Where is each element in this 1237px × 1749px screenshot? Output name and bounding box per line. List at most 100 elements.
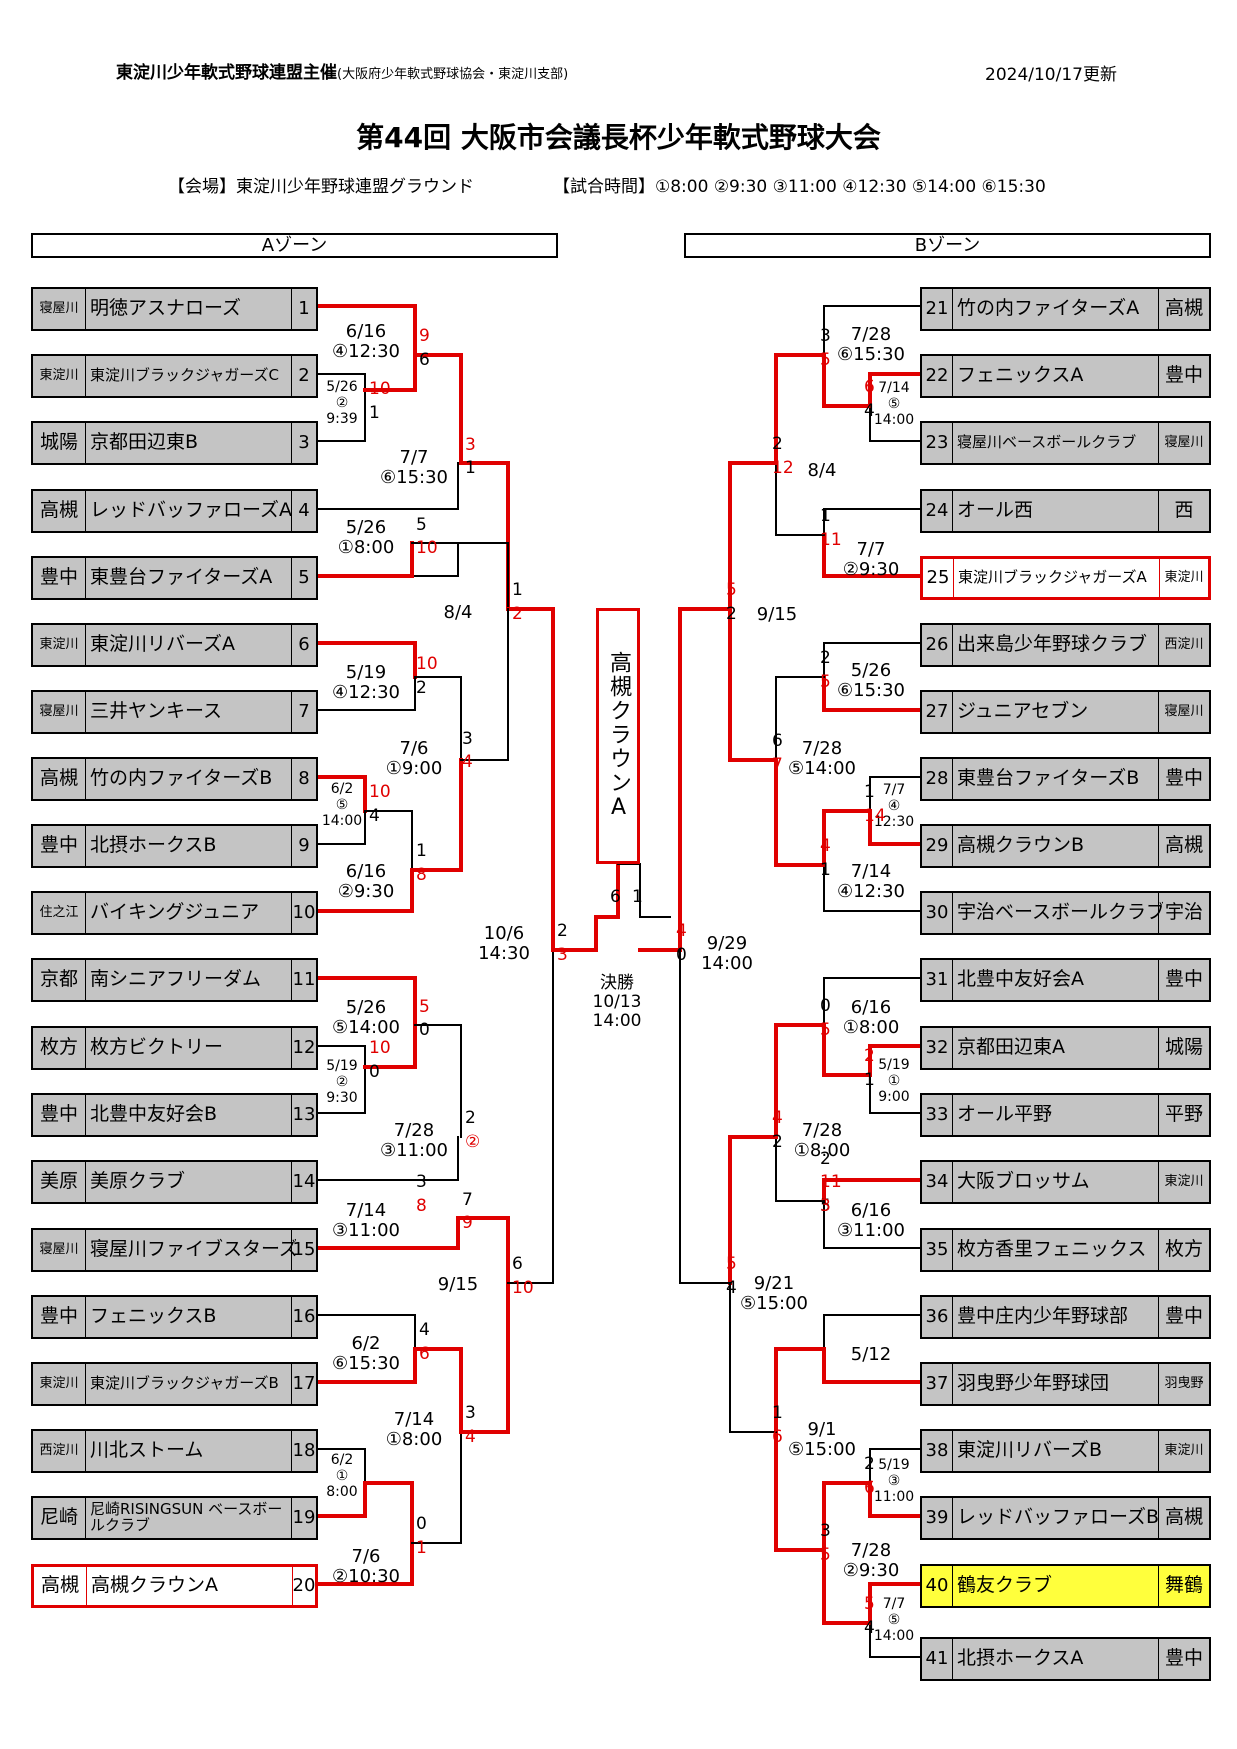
team-region: 豊中 [1158,1297,1209,1337]
team-name: 寝屋川ベースボールクラブ [952,423,1163,463]
match-time: ④ [887,797,901,814]
winner-path [822,533,922,578]
team-number: 25 [926,566,950,588]
team-name: 大阪ブロッサム [952,1162,1163,1202]
match-date: 7/14 [878,380,910,396]
team-name: 東淀川リバーズA [85,625,296,665]
match-time: ①8:00 [385,1429,443,1451]
winner-path [363,1023,417,1069]
team-region: 住之江 [39,905,79,921]
team-name: 美原クラブ [85,1162,296,1202]
match-time: ④12:30 [331,341,400,363]
winner-path [506,607,555,952]
score: 2 [465,1108,476,1128]
team-number: 10 [291,893,316,933]
score: 3 [465,435,476,455]
score: 6 [772,1427,783,1447]
match-date: 6/16 [345,321,387,342]
team-region: 東淀川 [1158,1431,1209,1471]
team-name: 枚方ビクトリー [85,1028,296,1068]
score: 1 [465,458,476,478]
team-region: 西淀川 [39,1443,79,1459]
score: 2 [726,604,737,624]
bracket-line [617,863,671,918]
score: 2 [416,678,427,698]
match-time: ③11:00 [836,1220,905,1242]
team-number: 34 [925,1170,949,1192]
team-number: 38 [925,1439,949,1461]
match-date: 5/19 [345,662,387,683]
match-date: 7/7 [856,539,886,560]
team-region: 豊中 [39,1103,78,1126]
winner-path [316,541,414,578]
team-region: 羽曳野 [1158,1364,1209,1404]
bracket-line [317,389,366,442]
team-region: 高槻 [39,767,78,790]
bracket-line [411,542,509,610]
updated-date: 2024/10/17更新 [985,65,1117,85]
match-date: 7/14 [850,861,892,882]
team-region: 京都 [39,968,78,991]
score: 1 [864,782,875,802]
score: 5 [726,580,737,600]
team-number: 22 [925,364,949,386]
schedule-info: 【試合時間】①8:00 ②9:30 ③11:00 ④12:30 ⑤14:00 ⑥… [553,177,1046,197]
organizer-name: 東淀川少年軟式野球連盟主催 [116,63,337,83]
team-number: 29 [925,834,949,856]
match-date: 7/6 [399,738,429,759]
match-time2: 9:30 [326,1089,358,1106]
team-name: 尼崎RISINGSUN ベースボールクラブ [85,1498,296,1538]
team-number: 7 [291,692,316,732]
team-region: 寝屋川 [39,704,79,720]
team-name: フェニックスA [952,356,1163,396]
match-time: ⑤15:00 [739,1293,808,1315]
bracket-line [869,1622,921,1658]
score: 5 [726,1254,737,1274]
match-time: ④12:30 [331,682,400,704]
team-name: 東淀川リバーズB [952,1431,1163,1471]
team-number: 37 [925,1372,949,1394]
score: ② [465,1132,481,1152]
team-name: 京都田辺東A [952,1028,1163,1068]
match-info: 8/4 [398,602,518,623]
team-name: 南シニアフリーダム [85,960,296,1000]
score: 1 [512,580,523,600]
match-date: 6/16 [345,861,387,882]
team-number: 33 [925,1103,949,1125]
organizer-sub: (大阪府少年軟式野球協会・東淀川支部) [337,67,569,82]
score: 4 [864,401,875,421]
score: 4 [369,806,380,826]
winner-path [822,675,922,712]
bracket-line [775,1136,825,1202]
team-number: 2 [291,356,316,396]
winner-path [868,1582,922,1625]
team-number: 41 [925,1647,949,1669]
match-date: 9/15 [437,1274,479,1295]
team-name: 鶴友クラブ [952,1566,1163,1606]
score: 2 [820,648,831,668]
score: 6 [610,887,621,907]
match-date: 5/19 [878,1457,910,1473]
match-time: ①8:00 [337,537,395,559]
match-date: 5/26 [850,660,892,681]
score: 10 [369,782,391,802]
match-date: 6/2 [330,1452,354,1468]
score: 11 [820,530,842,550]
team-name: 出来島少年野球クラブ [952,625,1163,665]
bracket-line [869,405,921,442]
score: 0 [416,1514,427,1534]
